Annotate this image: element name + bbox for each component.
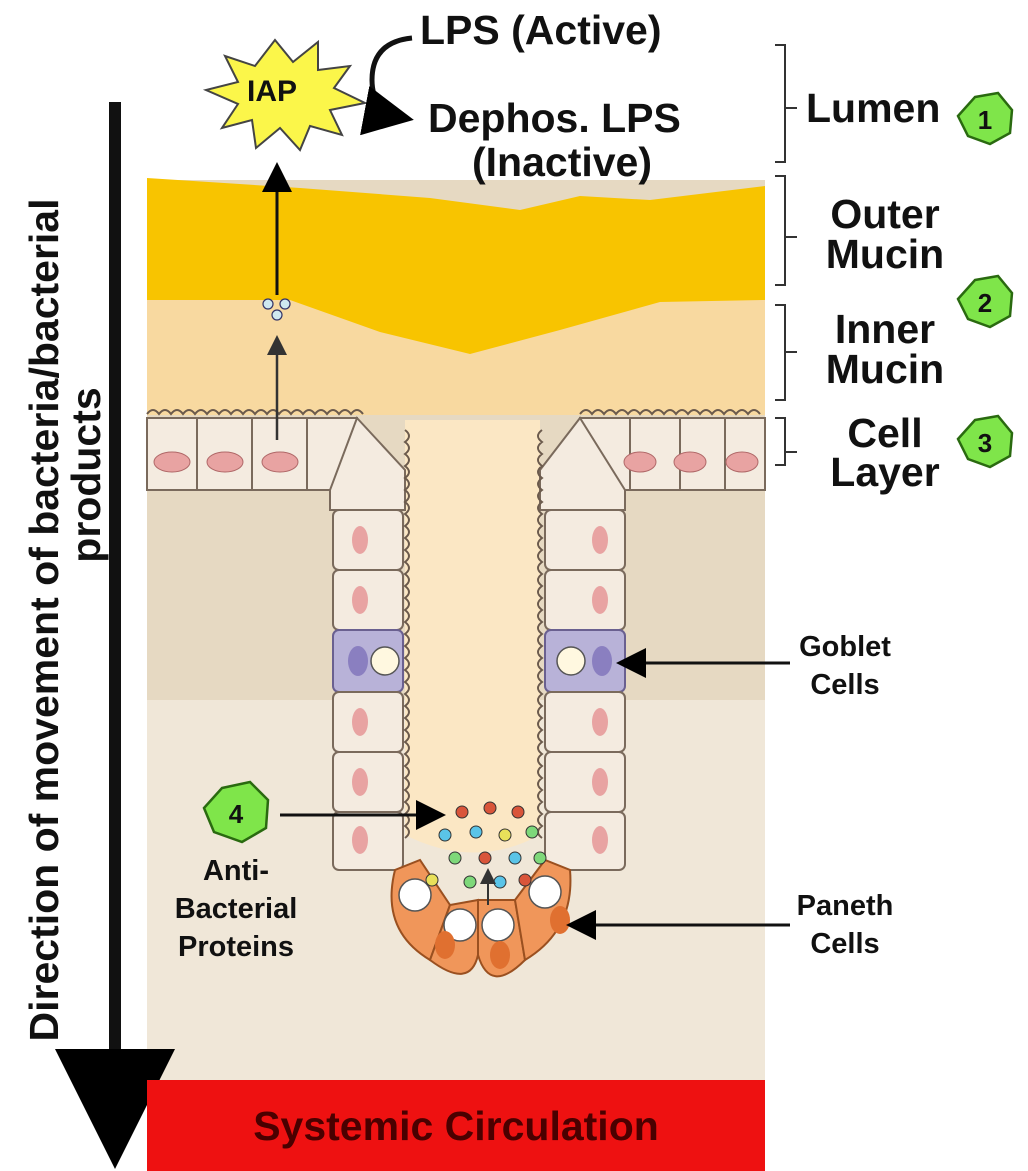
marker-3: 3 [958,416,1012,467]
crypt-lumen [405,420,540,853]
lps-active-label: LPS (Active) [420,7,662,53]
direction-label-2: products [63,387,109,562]
layer-brackets [775,45,797,465]
antibacterial-label-2: Bacterial [175,893,298,925]
antibacterial-label-1: Anti- [203,855,269,887]
iap-label: IAP [247,75,297,108]
dephos-inactive-label: (Inactive) [472,139,652,185]
paneth-label-2: Cells [810,928,879,960]
svg-text:1: 1 [978,105,992,135]
direction-label-1: Direction of movement of bacteria/bacter… [21,198,67,1041]
systemic-circulation-label: Systemic Circulation [253,1103,659,1149]
dephos-lps-label: Dephos. LPS [428,95,681,141]
lumen-label: Lumen [806,85,940,131]
inner-mucin-label-2: Mucin [826,346,944,392]
svg-text:3: 3 [978,428,992,458]
svg-text:2: 2 [978,288,992,318]
paneth-label-1: Paneth [797,890,894,922]
outer-mucin-label-2: Mucin [826,231,944,277]
svg-text:4: 4 [229,799,244,829]
cell-layer-label-2: Layer [830,449,939,495]
antibacterial-label-3: Proteins [178,931,294,963]
goblet-label-1: Goblet [799,631,891,663]
marker-2: 2 [958,276,1012,327]
lps-conversion-arrow [372,38,412,118]
marker-1: 1 [958,93,1012,144]
surface-cells-left [147,410,363,490]
goblet-label-2: Cells [810,669,879,701]
